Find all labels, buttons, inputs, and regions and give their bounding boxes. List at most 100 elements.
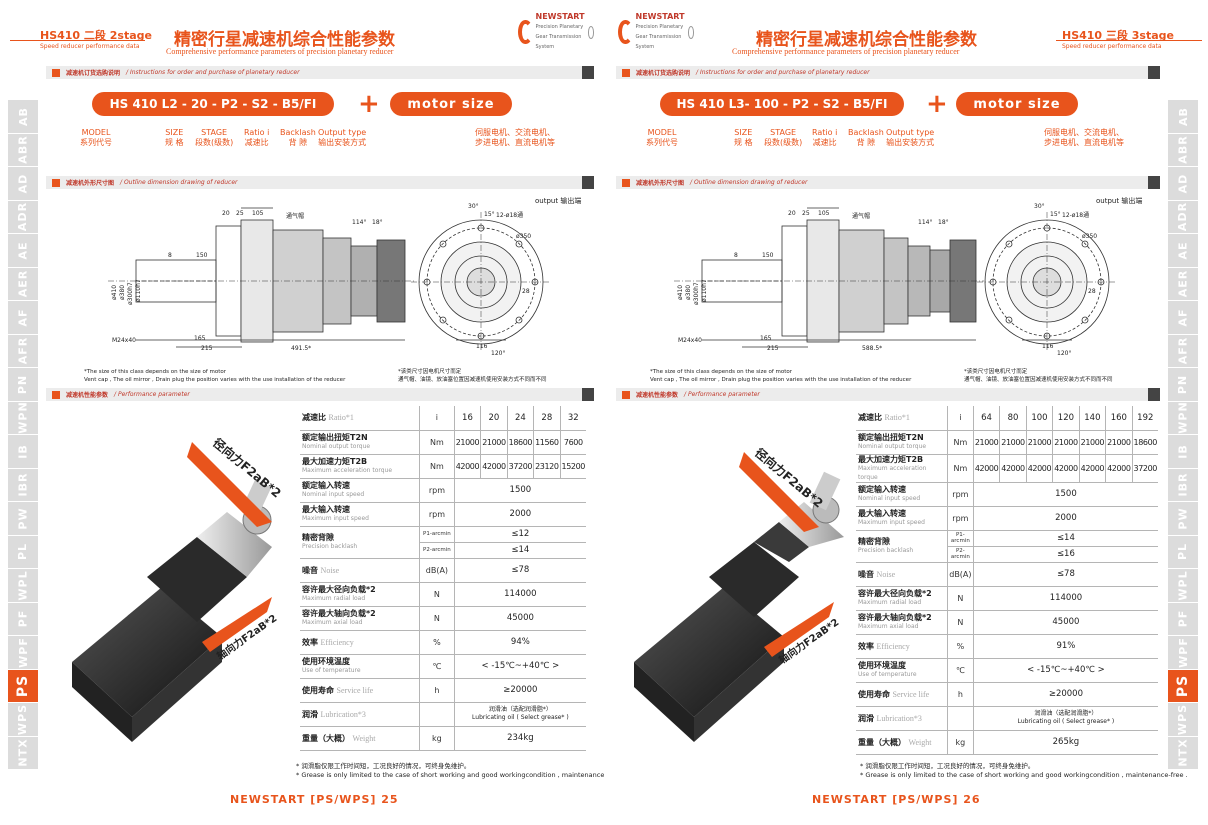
sidebar-tab-aer[interactable]: AER (8, 267, 38, 301)
sidebar-tab-wpl[interactable]: WPL (8, 569, 38, 603)
sidebar-tab-wpl[interactable]: WPL (1168, 569, 1198, 603)
sidebar-tab-pn[interactable]: PN (1168, 368, 1198, 402)
sidebar-tab-afr[interactable]: AFR (1168, 334, 1198, 368)
radial-force-arrow (187, 442, 272, 527)
dim-120deg: 120° (491, 350, 505, 357)
sidebar-tab-ps[interactable]: PS (1168, 669, 1198, 703)
sidebar-tab-pf[interactable]: PF (8, 602, 38, 636)
dim-105: 105 (818, 210, 830, 217)
axial-force-arrow (764, 602, 834, 657)
dim-15deg: 15° (1050, 211, 1061, 218)
dim-18: 18° (372, 219, 383, 226)
sidebar-tab-abr[interactable]: ABR (8, 133, 38, 167)
page-title: 精密行星减速机综合性能参数 (174, 30, 395, 50)
outline-drawing: 20 25 105 通气帽 114° 18° 150 8 M24x40 165 … (108, 203, 551, 357)
sidebar-tab-ae[interactable]: AE (8, 234, 38, 268)
sidebar-tab-afr[interactable]: AFR (8, 334, 38, 368)
sidebar-tab-wpn[interactable]: WPN (1168, 401, 1198, 435)
dim-holes: 12-ø18通 (1062, 211, 1089, 219)
dim-dia410: ø410 (111, 285, 118, 300)
table-row: 润滑 Lubrication*3 润滑油（选配润滑脂*）Lubricating … (300, 702, 586, 727)
page-number: NEWSTART [PS/WPS] 25 (230, 793, 399, 806)
sidebar-tab-ntx[interactable]: NTX (8, 736, 38, 770)
sidebar-tab-label: AF (16, 308, 30, 327)
sidebar-tab-af[interactable]: AF (1168, 301, 1198, 335)
sidebar-tab-ae[interactable]: AE (1168, 234, 1198, 268)
sidebar-tab-ibr[interactable]: IBR (1168, 468, 1198, 502)
sidebar-tab-adr[interactable]: ADR (1168, 200, 1198, 234)
sidebar-tab-ib[interactable]: IB (1168, 435, 1198, 469)
sidebar-tab-wpf[interactable]: WPF (1168, 636, 1198, 670)
sidebar-tab-ad[interactable]: AD (8, 167, 38, 201)
section-bar-dimension: 减速机外形尺寸图 / Outline dimension drawing of … (46, 176, 594, 189)
sidebar-tab-pw[interactable]: PW (8, 502, 38, 536)
seal-icon (587, 25, 594, 39)
table-row: 噪音 Noise dB(A) ≤78 (856, 562, 1158, 587)
section-title-en: / Outline dimension drawing of reducer (690, 179, 808, 186)
section-bar-order: 减速机订货选购说明 / Instructions for order and p… (46, 66, 594, 79)
section-title: 减速机外形尺寸图 (66, 180, 115, 187)
footnote: * 润滑脂仅限工作时间短，工况良好的情况，可终身免维护。* Grease is … (860, 762, 1188, 779)
sidebar-tab-wpf[interactable]: WPF (8, 636, 38, 670)
sidebar-tab-ab[interactable]: AB (8, 100, 38, 134)
sidebar-tab-label: AE (1176, 241, 1190, 260)
plus-sign: + (358, 89, 380, 119)
sidebar-tab-af[interactable]: AF (8, 301, 38, 335)
table-row: 使用寿命 Service life h ≥20000 (300, 678, 586, 703)
sidebar-tab-abr[interactable]: ABR (1168, 133, 1198, 167)
dim-shaft-thread: M24x40 (678, 337, 702, 344)
product-image: 径向力F2aB*2 轴向力F2aB*2 (72, 435, 284, 742)
plus-sign: + (926, 89, 948, 119)
sidebar-tab-ib[interactable]: IB (8, 435, 38, 469)
sidebar-tab-ibr[interactable]: IBR (8, 468, 38, 502)
dim-114: 114° (352, 219, 366, 226)
logo-icon (518, 20, 533, 44)
sidebar-tab-adr[interactable]: ADR (8, 200, 38, 234)
sidebar-tab-pn[interactable]: PN (8, 368, 38, 402)
sidebar-tab-aer[interactable]: AER (1168, 267, 1198, 301)
sidebar-tab-ab[interactable]: AB (1168, 100, 1198, 134)
logo-icon (618, 20, 633, 44)
section-bar-end (1148, 66, 1160, 79)
sidebar-tab-ps[interactable]: PS (8, 669, 38, 703)
sidebar-tab-pl[interactable]: PL (8, 535, 38, 569)
sidebar-tab-ntx[interactable]: NTX (1168, 736, 1198, 770)
sidebar-tab-label: WPS (1176, 703, 1190, 735)
table-row: 效率 Efficiency % 94% (300, 630, 586, 655)
logo-tagline: Precision Planetary Gear Transmission Sy… (535, 24, 584, 50)
section-bar-dimension: 减速机外形尺寸图 / Outline dimension drawing of … (616, 176, 1160, 189)
sidebar-tab-wpn[interactable]: WPN (8, 401, 38, 435)
dim-20: 20 (222, 210, 230, 217)
sidebar-tab-label: ABR (16, 135, 30, 164)
page-title-en: Comprehensive performance parameters of … (166, 47, 394, 56)
table-row: 润滑 Lubrication*3 润滑油（选配润滑脂*）Lubricating … (856, 706, 1158, 731)
sidebar-tab-wps[interactable]: WPS (1168, 703, 1198, 737)
note-cn: *该类尺寸因电机尺寸而定通气帽、油镜、放油塞位置因减速机使用安装方式不同而不同 (398, 369, 547, 383)
dim-28: 28 (522, 288, 530, 295)
model-code-pill: HS 410 L3- 100 - P2 - S2 - B5/FI (660, 92, 904, 116)
page-number: NEWSTART [PS/WPS] 26 (812, 793, 981, 806)
sidebar-tab-label: PN (16, 374, 30, 394)
sidebar-tab-label: WPL (1176, 570, 1190, 601)
sidebar-tab-pw[interactable]: PW (1168, 502, 1198, 536)
sidebar-tab-label: WPF (1176, 636, 1190, 668)
dim-28: 28 (1088, 288, 1096, 295)
section-marker-icon (52, 68, 60, 77)
sidebar-tab-pf[interactable]: PF (1168, 602, 1198, 636)
sidebar-tab-ad[interactable]: AD (1168, 167, 1198, 201)
sidebar-tab-pl[interactable]: PL (1168, 535, 1198, 569)
axial-force-arrow (202, 597, 272, 652)
sidebar-tab-label: PL (1176, 543, 1190, 561)
sidebar-tab-wps[interactable]: WPS (8, 703, 38, 737)
table-row: P2-arcmin ≤14 (300, 542, 586, 559)
sidebar-tab-label: WPF (16, 636, 30, 668)
